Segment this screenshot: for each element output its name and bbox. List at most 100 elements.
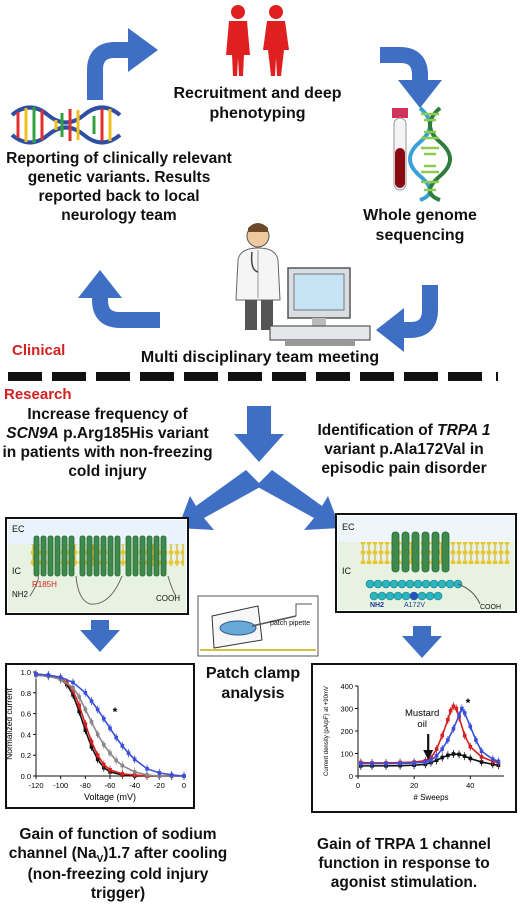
data-point xyxy=(468,744,473,749)
trpa1-finding-pre: Identification of xyxy=(317,422,438,439)
trpa-variant-label: A172V xyxy=(404,602,426,609)
data-point xyxy=(89,699,94,703)
data-point xyxy=(71,685,75,690)
x-tick-label: -40 xyxy=(129,781,140,790)
data-point xyxy=(423,760,428,764)
scn9a-finding-pre: Increase frequency of xyxy=(27,406,188,423)
cycle-arrow-bottom-right xyxy=(376,285,438,352)
data-point xyxy=(95,707,100,712)
data-point xyxy=(429,758,433,763)
y-tick-label: 0.6 xyxy=(21,710,31,719)
data-point xyxy=(359,761,363,766)
data-point xyxy=(440,747,445,751)
event-arrow-head xyxy=(423,750,434,760)
data-point xyxy=(157,771,162,775)
y-axis-label: Normalized current xyxy=(4,687,14,759)
data-point xyxy=(440,733,445,738)
data-point xyxy=(108,751,112,755)
recruitment-label: Recruitment and deep phenotyping xyxy=(173,85,342,122)
nav-variant-label: R185H xyxy=(32,580,57,589)
trpa-cooh-label: COOH xyxy=(480,604,501,611)
data-point xyxy=(126,751,131,755)
data-point xyxy=(454,706,459,711)
data-point xyxy=(479,760,484,764)
y-tick-label: 400 xyxy=(340,682,353,691)
data-point xyxy=(460,706,464,711)
data-point xyxy=(95,753,100,757)
data-point xyxy=(440,755,445,760)
data-point xyxy=(83,707,88,712)
x-tick-label: -80 xyxy=(80,781,91,790)
data-point xyxy=(169,773,174,777)
data-point xyxy=(46,673,51,677)
data-point xyxy=(434,753,439,758)
trpa-nh2-label: NH2 xyxy=(370,602,385,609)
trpa-ec-label: EC xyxy=(342,522,355,532)
data-point xyxy=(468,756,473,761)
data-point xyxy=(462,733,467,738)
patch-clamp-illustration xyxy=(197,595,319,657)
scn9a-finding-post: p.Arg185His variant in patients with non… xyxy=(2,424,213,480)
x-axis-label: Voltage (mV) xyxy=(84,792,136,802)
down-arrow-right xyxy=(402,626,442,658)
data-point xyxy=(490,757,495,761)
data-point xyxy=(468,724,473,729)
data-point xyxy=(77,703,81,708)
data-point xyxy=(132,770,137,774)
data-point xyxy=(83,691,88,695)
data-point xyxy=(446,753,450,758)
data-point xyxy=(145,773,149,777)
sequencing-label: Whole genome sequencing xyxy=(363,207,477,244)
data-point xyxy=(446,717,450,722)
y-tick-label: 1.0 xyxy=(21,668,31,677)
doctor-computer-icon xyxy=(235,223,371,346)
nav-ec-label: EC xyxy=(12,524,25,534)
data-point xyxy=(479,749,484,754)
data-point xyxy=(434,758,439,763)
reporting-label: Reporting of clinically relevant genetic… xyxy=(6,150,232,224)
x-tick-label: 20 xyxy=(410,781,418,790)
trpa1-conclusion: Gain of TRPA 1 channel function in respo… xyxy=(317,836,491,891)
data-point xyxy=(457,713,461,718)
nav-nh2-label: NH2 xyxy=(12,590,29,599)
data-point xyxy=(102,717,106,721)
trpa1-membrane-panel xyxy=(335,513,517,613)
down-arrow-left xyxy=(80,620,120,652)
trpa1-finding: Identification of TRPA 1 variant p.Ala17… xyxy=(292,422,516,479)
chart-frame-current-density xyxy=(311,663,517,813)
nav17-membrane-panel xyxy=(5,517,189,615)
dna-helix-vertical-icon xyxy=(408,106,452,202)
y-tick-label: 100 xyxy=(340,750,353,759)
data-point xyxy=(496,759,501,764)
x-tick-label: -120 xyxy=(28,781,43,790)
y-tick-label: 300 xyxy=(340,705,353,714)
clinical-label: Clinical xyxy=(12,342,66,359)
data-point xyxy=(95,732,100,737)
data-point xyxy=(457,752,461,757)
cycle-arrow-bottom-left xyxy=(78,270,160,328)
data-point xyxy=(71,680,75,685)
data-point xyxy=(370,761,374,766)
data-point xyxy=(114,758,118,763)
human-figures-icon xyxy=(226,5,289,76)
data-point xyxy=(89,745,94,749)
data-point xyxy=(89,739,94,744)
dna-helix-icon xyxy=(10,105,122,145)
data-point xyxy=(83,722,88,726)
nav-ic-label: IC xyxy=(12,566,21,576)
x-axis-label: # Sweeps xyxy=(413,793,448,802)
trpa-ic-label: IC xyxy=(342,566,351,576)
data-point xyxy=(451,726,456,731)
data-point xyxy=(102,743,106,747)
data-point xyxy=(71,693,75,697)
x-tick-label: 40 xyxy=(466,781,474,790)
y-axis-label: Current density (pA/pF) at +90mV xyxy=(324,686,330,776)
trpa1-gene: TRPA 1 xyxy=(437,422,491,439)
data-point xyxy=(451,704,456,709)
data-point xyxy=(120,763,125,768)
data-point xyxy=(412,761,416,765)
data-point xyxy=(479,755,484,759)
nav-conclusion-post: )1.7 after cooling (non-freezing cold in… xyxy=(27,844,228,903)
data-point xyxy=(34,672,38,676)
